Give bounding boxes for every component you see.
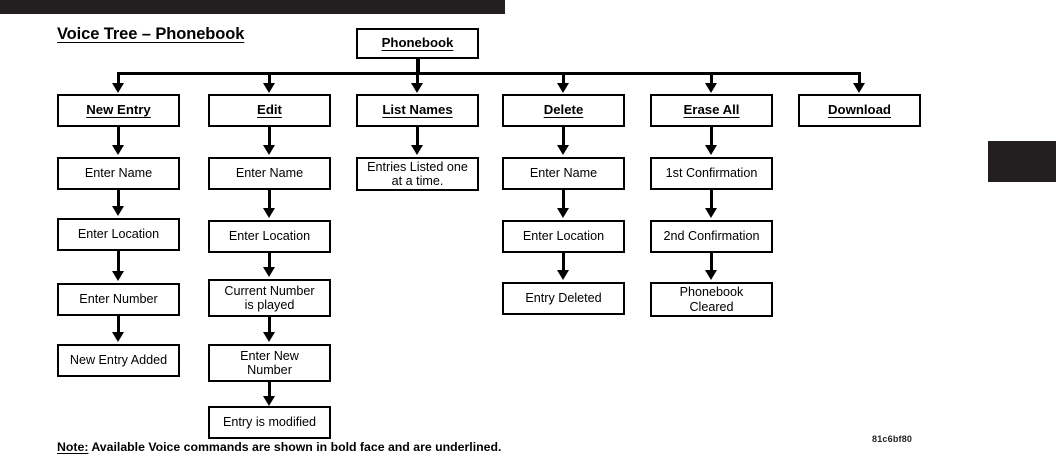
node-command-download: Download [798, 94, 921, 127]
arrowhead-delete-1 [557, 145, 569, 155]
node-label: Enter Name [84, 166, 153, 181]
connector-edit-3 [268, 253, 271, 270]
node-label: Entry Deleted [525, 291, 602, 306]
connector-erase-all-3 [710, 253, 713, 273]
node-label: New Entry [86, 102, 151, 118]
node-erase-all-step-3: Phonebook Cleared [650, 282, 773, 317]
connector-new-entry-1 [117, 127, 120, 147]
connector-edit-5 [268, 382, 271, 399]
connector-drop-edit [268, 72, 271, 86]
node-edit-step-3: Current Number is played [208, 279, 331, 317]
node-command-erase-all: Erase All [650, 94, 773, 127]
arrowhead-download [853, 83, 865, 93]
node-label: Phonebook [381, 35, 454, 51]
node-label: Phonebook Cleared [679, 285, 744, 314]
connector-erase-all-1 [710, 127, 713, 147]
page-title: Voice Tree – Phonebook [57, 25, 245, 43]
node-label: 2nd Confirmation [663, 229, 760, 244]
connector-edit-2 [268, 190, 271, 212]
top-black-bar [0, 0, 505, 14]
arrowhead-delete [557, 83, 569, 93]
connector-drop-list-names [416, 72, 419, 86]
connector-bus [118, 72, 861, 75]
node-label: Erase All [683, 102, 740, 118]
connector-edit-1 [268, 127, 271, 147]
arrowhead-new-entry-4 [112, 332, 124, 342]
arrowhead-list-names [411, 83, 423, 93]
node-command-edit: Edit [208, 94, 331, 127]
node-edit-step-4: Enter New Number [208, 344, 331, 382]
node-label: Enter New Number [240, 348, 299, 377]
node-label: Enter Location [228, 229, 311, 244]
node-label: Enter Number [79, 292, 158, 307]
arrowhead-edit-3 [263, 267, 275, 277]
arrowhead-erase-all-1 [705, 145, 717, 155]
connector-new-entry-4 [117, 316, 120, 336]
node-new-entry-step-1: Enter Name [57, 157, 180, 190]
node-label: Download [827, 102, 891, 118]
node-label: 1st Confirmation [665, 166, 758, 181]
arrowhead-edit-5 [263, 396, 275, 406]
node-label: Edit [257, 102, 282, 118]
node-erase-all-step-2: 2nd Confirmation [650, 220, 773, 253]
arrowhead-new-entry-2 [112, 206, 124, 216]
arrowhead-erase-all-3 [705, 270, 717, 280]
connector-new-entry-3 [117, 251, 120, 274]
footer-note-text: Available Voice commands are shown in bo… [88, 440, 502, 454]
connector-root-stem [416, 59, 420, 75]
arrowhead-erase-all [705, 83, 717, 93]
connector-drop-download [858, 72, 861, 86]
node-erase-all-step-1: 1st Confirmation [650, 157, 773, 190]
arrowhead-edit-1 [263, 145, 275, 155]
node-edit-step-1: Enter Name [208, 157, 331, 190]
node-label: Entries Listed one at a time. [367, 159, 468, 188]
node-edit-step-2: Enter Location [208, 220, 331, 253]
arrowhead-erase-all-2 [705, 208, 717, 218]
arrowhead-edit-4 [263, 332, 275, 342]
node-root-phonebook: Phonebook [356, 28, 479, 59]
node-command-delete: Delete [502, 94, 625, 127]
connector-drop-delete [562, 72, 565, 86]
node-label: Enter Name [529, 166, 598, 181]
node-label: Current Number is played [224, 283, 315, 312]
node-label: Enter Name [235, 166, 304, 181]
node-label: Entry is modified [222, 415, 317, 430]
connector-delete-3 [562, 253, 565, 273]
node-delete-step-1: Enter Name [502, 157, 625, 190]
connector-delete-2 [562, 190, 565, 212]
node-label: Enter Location [522, 229, 605, 244]
footer-note-label: Note: [57, 440, 89, 454]
node-command-list-names: List Names [356, 94, 479, 127]
node-edit-step-5: Entry is modified [208, 406, 331, 439]
arrowhead-new-entry-3 [112, 271, 124, 281]
arrowhead-list-names-1 [411, 145, 423, 155]
node-label: List Names [382, 102, 453, 118]
footer-note: Note: Available Voice commands are shown… [57, 440, 501, 454]
node-label: Enter Location [77, 227, 160, 242]
node-label: New Entry Added [69, 353, 168, 368]
arrowhead-edit-2 [263, 208, 275, 218]
node-command-new-entry: New Entry [57, 94, 180, 127]
connector-new-entry-2 [117, 190, 120, 210]
connector-delete-1 [562, 127, 565, 147]
connector-drop-erase-all [710, 72, 713, 86]
arrowhead-delete-2 [557, 208, 569, 218]
arrowhead-delete-3 [557, 270, 569, 280]
node-new-entry-step-2: Enter Location [57, 218, 180, 251]
right-edge-black-tab [988, 141, 1056, 182]
node-new-entry-step-4: New Entry Added [57, 344, 180, 377]
document-code: 81c6bf80 [872, 434, 913, 444]
arrowhead-edit [263, 83, 275, 93]
connector-edit-4 [268, 317, 271, 335]
node-new-entry-step-3: Enter Number [57, 283, 180, 316]
connector-erase-all-2 [710, 190, 713, 212]
node-delete-step-2: Enter Location [502, 220, 625, 253]
node-delete-step-3: Entry Deleted [502, 282, 625, 315]
connector-list-names-1 [416, 127, 419, 147]
arrowhead-new-entry [112, 83, 124, 93]
node-list-names-step-1: Entries Listed one at a time. [356, 157, 479, 191]
arrowhead-new-entry-1 [112, 145, 124, 155]
connector-drop-new-entry [117, 72, 120, 86]
node-label: Delete [543, 102, 584, 118]
